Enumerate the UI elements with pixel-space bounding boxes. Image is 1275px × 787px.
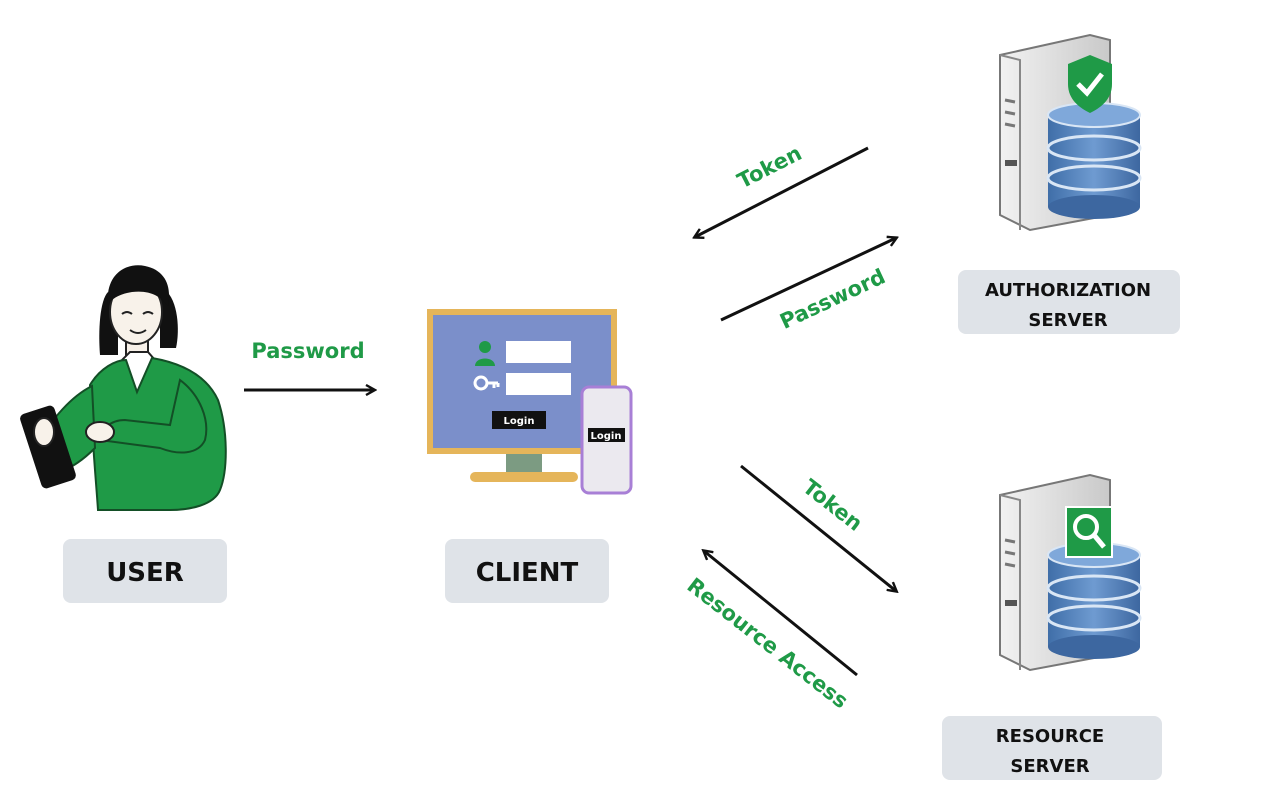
magnifier-icon	[1065, 506, 1113, 558]
monitor-icon: Login	[427, 309, 617, 482]
arrow-client-to-resource	[740, 464, 896, 591]
edge-label-resource-to-client: Resource Access	[683, 573, 853, 713]
edge-label-client-to-auth: Password	[776, 264, 889, 334]
password-field	[506, 373, 571, 395]
key-icon	[473, 375, 500, 391]
auth-server-illustration	[999, 33, 1142, 232]
database-icon	[1046, 102, 1142, 219]
shield-check-icon	[1068, 55, 1112, 113]
auth-server-label-line1: AUTHORIZATION	[985, 280, 1151, 301]
database-icon	[1046, 542, 1142, 659]
auth-server-node: AUTHORIZATION SERVER	[958, 270, 1180, 334]
resource-server-label-line2: SERVER	[1010, 756, 1089, 777]
user-illustration	[20, 265, 227, 511]
client-label: CLIENT	[476, 558, 579, 588]
phone-login-button-label: Login	[591, 431, 622, 442]
login-button-label: Login	[504, 416, 535, 427]
user-label: USER	[106, 558, 184, 588]
arrow-client-to-auth	[720, 238, 896, 322]
user-node: USER	[63, 539, 227, 603]
username-field	[506, 341, 571, 363]
phone-icon: Login	[580, 385, 633, 495]
arrow-resource-to-client	[704, 551, 858, 677]
person-icon	[475, 341, 495, 366]
resource-server-label-line1: RESOURCE	[996, 726, 1104, 747]
resource-server-illustration	[999, 473, 1142, 672]
arrow-auth-to-client	[695, 146, 869, 237]
auth-server-label-line2: SERVER	[1028, 310, 1107, 331]
edge-label-user-to-client: Password	[251, 339, 364, 363]
resource-server-node: RESOURCE SERVER	[942, 716, 1162, 780]
phone-login-button	[588, 428, 625, 442]
login-button	[492, 411, 546, 429]
client-node: CLIENT	[445, 539, 609, 603]
arrows	[244, 146, 896, 677]
edge-label-client-to-resource: Token	[798, 475, 867, 536]
